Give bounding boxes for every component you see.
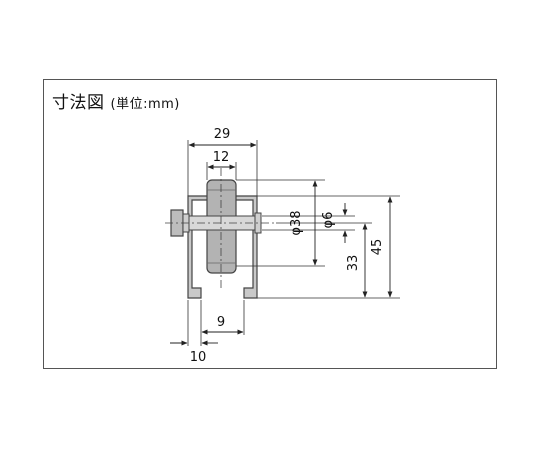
dim-label-9: 9 (217, 315, 225, 330)
unit-note: (単位:mm) (110, 97, 180, 112)
dim-label-33: 33 (346, 255, 361, 272)
extension-lines (187, 140, 400, 346)
title-text: 寸法図 (52, 93, 105, 113)
dimension-lines (170, 142, 393, 346)
dim-label-6: φ6 (321, 212, 336, 229)
dim-label-45: 45 (370, 239, 385, 256)
axle-bolt (165, 168, 276, 290)
drawing-frame (43, 79, 497, 369)
drawing-title: 寸法図 (単位:mm) (52, 88, 180, 113)
dim-label-29: 29 (214, 127, 231, 142)
dim-label-10: 10 (190, 350, 207, 365)
dim-label-38: φ38 (289, 210, 304, 235)
dim-label-12: 12 (213, 150, 230, 165)
